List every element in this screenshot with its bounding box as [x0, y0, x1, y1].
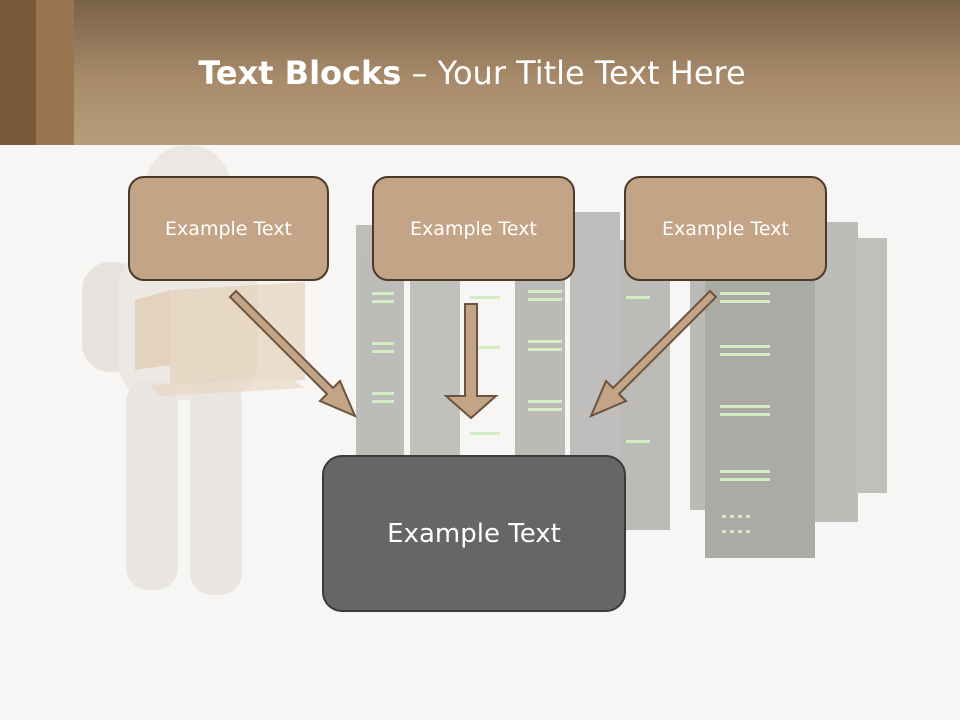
accent-band-dark: [0, 0, 36, 145]
title-bar: Text Blocks – Your Title Text Here: [0, 0, 960, 145]
slide-title: Text Blocks – Your Title Text Here: [0, 54, 944, 92]
text-block-3-label: Example Text: [662, 217, 789, 240]
main-text-block[interactable]: Example Text: [322, 455, 626, 612]
text-block-3[interactable]: Example Text: [624, 176, 827, 281]
title-rest: Your Title Text Here: [437, 54, 746, 92]
text-block-1-label: Example Text: [165, 217, 292, 240]
title-dash: –: [401, 54, 438, 92]
accent-band-light: [36, 0, 74, 145]
text-block-1[interactable]: Example Text: [128, 176, 329, 281]
text-block-2[interactable]: Example Text: [372, 176, 575, 281]
text-block-2-label: Example Text: [410, 217, 537, 240]
main-text-block-label: Example Text: [387, 518, 561, 549]
title-bold: Text Blocks: [198, 54, 402, 92]
